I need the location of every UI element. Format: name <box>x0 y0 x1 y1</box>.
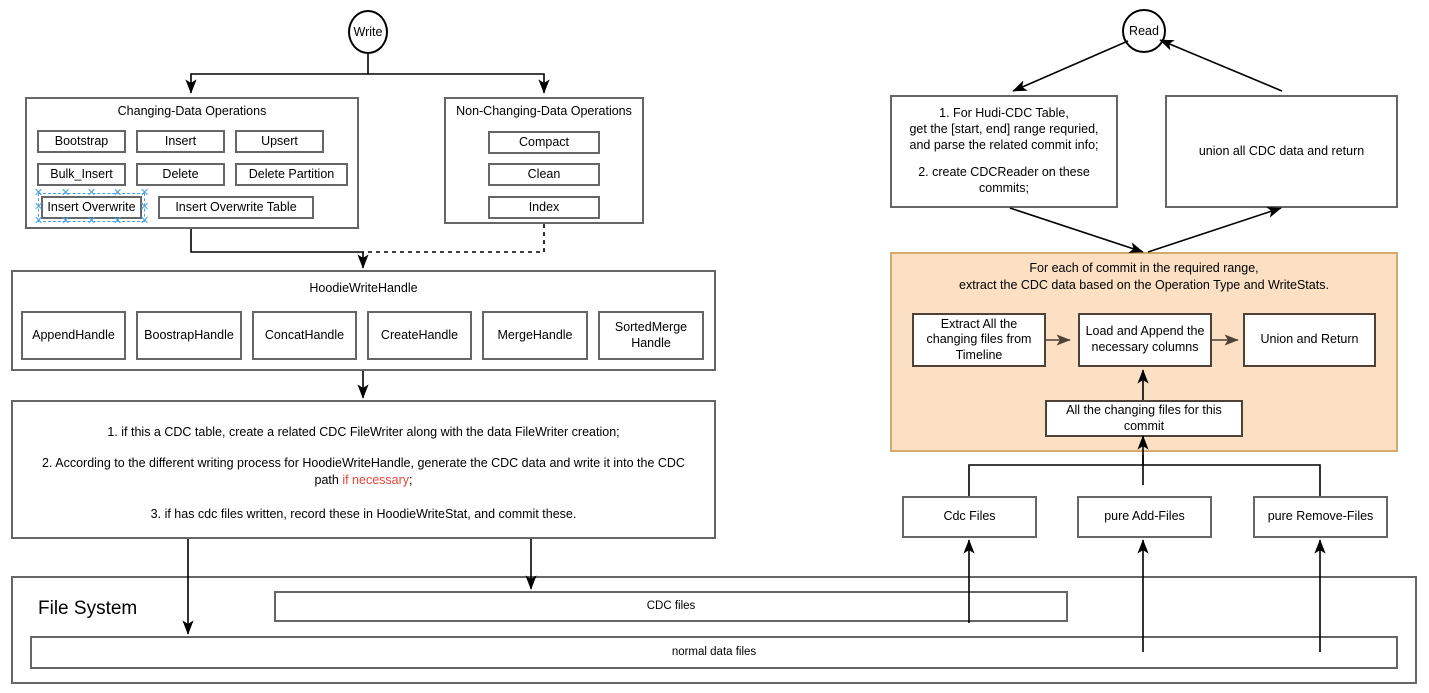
op-insert-overwrite[interactable]: Insert Overwrite <box>41 196 142 219</box>
selection-handle-ne[interactable]: ✕ <box>140 187 150 199</box>
selection-handle-se[interactable]: ✕ <box>140 215 150 227</box>
handle-merge[interactable]: MergeHandle <box>482 311 588 360</box>
file-kind-pure-remove-files[interactable]: pure Remove-Files <box>1253 496 1388 538</box>
commit-panel-caption-line-2: extract the CDC data based on the Operat… <box>959 277 1329 292</box>
cdc-step-2-line-c: ; <box>409 472 413 487</box>
handle-sorted-merge[interactable]: SortedMerge Handle <box>598 311 704 360</box>
file-kind-pure-add-files[interactable]: pure Add-Files <box>1077 496 1212 538</box>
read-step-line-3: and parse the related commit info; <box>909 137 1099 152</box>
op-bulk-insert[interactable]: Bulk_Insert <box>37 163 126 186</box>
cdc-step-1: 1. if this a CDC table, create a related… <box>107 425 620 439</box>
handle-concat[interactable]: ConcatHandle <box>252 311 357 360</box>
write-start-node[interactable]: Write <box>348 10 388 54</box>
op-insert-overwrite-table[interactable]: Insert Overwrite Table <box>158 196 314 219</box>
selection-handle-mid-left[interactable]: ✕ <box>61 187 71 199</box>
selection-handle-sw[interactable]: ✕ <box>34 215 44 227</box>
cdc-step-3: 3. if has cdc files written, record thes… <box>150 507 577 521</box>
cdc-write-steps-box <box>11 400 716 539</box>
op-bootstrap[interactable]: Bootstrap <box>37 130 126 153</box>
handle-bootstrap[interactable]: BoostrapHandle <box>136 311 242 360</box>
op-compact[interactable]: Compact <box>488 131 600 154</box>
op-upsert[interactable]: Upsert <box>235 130 324 153</box>
load-append-columns-box[interactable]: Load and Append the necessary columns <box>1078 313 1212 367</box>
file-system-label: File System <box>38 598 138 619</box>
selection-handle-e[interactable]: ✕ <box>140 201 150 213</box>
hoodie-write-handle-title: HoodieWriteHandle <box>309 281 418 295</box>
handle-append[interactable]: AppendHandle <box>21 311 126 360</box>
read-start-node[interactable]: Read <box>1122 9 1166 53</box>
extract-changing-files-box[interactable]: Extract All the changing files from Time… <box>912 313 1046 367</box>
op-delete-partition[interactable]: Delete Partition <box>235 163 348 186</box>
cdc-step-2-line-a: 2. According to the different writing pr… <box>42 456 685 470</box>
cdc-step-2: 2. According to the different writing pr… <box>21 455 706 489</box>
selection-handle-s[interactable]: ✕ <box>87 215 97 227</box>
op-delete[interactable]: Delete <box>136 163 225 186</box>
selection-handle-mid-right[interactable]: ✕ <box>113 187 123 199</box>
read-step-line-1: 1. For Hudi-CDC Table, <box>939 106 1069 121</box>
op-clean[interactable]: Clean <box>488 163 600 186</box>
file-kind-cdc-files[interactable]: Cdc Files <box>902 496 1037 538</box>
commit-panel-caption-line-1: For each of commit in the required range… <box>1029 261 1259 275</box>
selection-handle-mid-bl[interactable]: ✕ <box>61 215 71 227</box>
op-index[interactable]: Index <box>488 196 600 219</box>
read-step-line-4: 2. create CDCReader on these <box>918 165 1090 180</box>
fs-cdc-files-box[interactable]: CDC files <box>274 591 1068 622</box>
read-start-label: Read <box>1129 24 1159 38</box>
cdc-step-2-line-b: path <box>314 472 343 487</box>
read-union-box[interactable]: union all CDC data and return <box>1165 95 1398 208</box>
non-changing-data-operations-title: Non-Changing-Data Operations <box>456 104 632 118</box>
union-and-return-box[interactable]: Union and Return <box>1243 313 1376 367</box>
handle-create[interactable]: CreateHandle <box>367 311 472 360</box>
op-insert[interactable]: Insert <box>136 130 225 153</box>
selection-handle-n[interactable]: ✕ <box>87 187 97 199</box>
all-changing-files-box[interactable]: All the changing files for this commit <box>1045 400 1243 437</box>
commit-panel-caption: For each of commit in the required range… <box>890 260 1398 293</box>
write-start-label: Write <box>353 25 383 39</box>
read-step-line-2: get the [start, end] range requried, <box>909 122 1099 137</box>
fs-normal-data-files-box[interactable]: normal data files <box>30 636 1398 669</box>
read-step-box[interactable]: 1. For Hudi-CDC Table, get the [start, e… <box>890 95 1118 208</box>
selection-handle-nw[interactable]: ✕ <box>34 187 44 199</box>
selection-handle-w[interactable]: ✕ <box>34 201 44 213</box>
cdc-step-2-emphasis: if necessary <box>342 472 410 487</box>
changing-data-operations-title: Changing-Data Operations <box>117 104 267 118</box>
read-step-line-5: commits; <box>979 180 1029 195</box>
selection-handle-mid-br[interactable]: ✕ <box>113 215 123 227</box>
